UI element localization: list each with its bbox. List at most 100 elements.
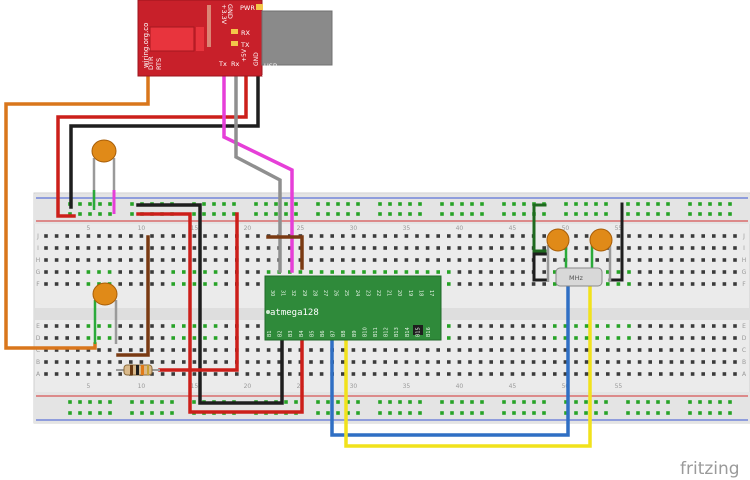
breadboard-hole xyxy=(606,258,610,262)
breadboard-hole xyxy=(510,324,515,328)
breadboard-hole xyxy=(394,234,398,238)
breadboard-hole xyxy=(659,234,663,238)
breadboard-hole xyxy=(182,270,186,274)
breadboard-hole xyxy=(76,336,80,340)
breadboard-hole xyxy=(130,400,134,404)
breadboard-hole xyxy=(733,336,737,340)
adapter-brand: wiring.org.co xyxy=(142,23,150,68)
breadboard-hole xyxy=(478,234,483,238)
breadboard-hole xyxy=(584,212,588,216)
breadboard-hole xyxy=(65,360,69,364)
breadboard-hole xyxy=(65,348,69,352)
breadboard-hole xyxy=(319,246,324,250)
breadboard-hole xyxy=(266,270,271,274)
breadboard-hole xyxy=(522,212,526,216)
breadboard-hole xyxy=(733,234,737,238)
breadboard-hole xyxy=(378,411,382,415)
breadboard-hole xyxy=(284,400,288,404)
breadboard-hole xyxy=(212,202,216,206)
breadboard-hole xyxy=(542,324,546,328)
breadboard-hole xyxy=(319,258,324,262)
breadboard-hole xyxy=(701,270,705,274)
breadboard-hole xyxy=(418,400,422,404)
breadboard-hole xyxy=(648,282,652,286)
breadboard-hole xyxy=(500,348,504,352)
breadboard-hole xyxy=(213,360,218,364)
breadboard-hole xyxy=(394,246,398,250)
breadboard-hole xyxy=(160,258,165,262)
breadboard-hole xyxy=(468,258,472,262)
breadboard-hole xyxy=(160,400,164,404)
breadboard-hole xyxy=(372,360,377,364)
row-letter: D xyxy=(742,335,747,342)
breadboard-hole xyxy=(415,246,419,250)
breadboard-hole xyxy=(404,348,409,352)
breadboard-hole xyxy=(521,246,525,250)
chip-top-pin-label: 26 xyxy=(333,290,339,296)
breadboard-hole xyxy=(139,360,144,364)
breadboard-hole xyxy=(346,212,350,216)
breadboard-hole xyxy=(266,372,271,376)
breadboard-hole xyxy=(712,348,716,352)
chip-die xyxy=(413,325,423,335)
breadboard-hole xyxy=(288,360,292,364)
breadboard-hole xyxy=(669,336,674,340)
breadboard-hole xyxy=(510,270,515,274)
crystal-label: MHz xyxy=(569,274,583,282)
breadboard-hole xyxy=(447,336,451,340)
breadboard-hole xyxy=(478,270,483,274)
breadboard-hole xyxy=(595,372,599,376)
breadboard-hole xyxy=(470,400,474,404)
column-number: 10 xyxy=(138,383,146,390)
breadboard-hole xyxy=(107,348,112,352)
breadboard-hole xyxy=(86,258,91,262)
breadboard-hole xyxy=(510,258,515,262)
breadboard-hole xyxy=(460,212,464,216)
breadboard-hole xyxy=(425,360,430,364)
breadboard-hole xyxy=(722,258,727,262)
breadboard-hole xyxy=(690,336,695,340)
breadboard-hole xyxy=(351,246,356,250)
breadboard-hole xyxy=(722,360,727,364)
breadboard-hole xyxy=(489,258,493,262)
breadboard-hole xyxy=(78,411,82,415)
capacitor-top-left xyxy=(91,139,117,214)
column-number: 25 xyxy=(297,225,305,232)
breadboard-hole xyxy=(447,234,451,238)
breadboard-hole xyxy=(65,258,69,262)
breadboard-hole xyxy=(171,324,175,328)
breadboard-hole xyxy=(468,324,472,328)
breadboard-hole xyxy=(512,411,516,415)
breadboard-hole xyxy=(510,372,515,376)
breadboard-hole xyxy=(408,411,412,415)
breadboard-hole xyxy=(224,324,228,328)
breadboard-hole xyxy=(669,270,674,274)
breadboard-hole xyxy=(256,360,260,364)
breadboard-hole xyxy=(398,212,402,216)
column-number: 35 xyxy=(403,383,411,390)
column-number: 20 xyxy=(244,225,252,232)
column-number: 40 xyxy=(456,383,464,390)
breadboard-hole xyxy=(680,360,684,364)
breadboard-hole xyxy=(160,270,165,274)
breadboard-hole xyxy=(224,270,228,274)
breadboard-hole xyxy=(627,282,631,286)
breadboard-hole xyxy=(203,372,207,376)
breadboard-hole xyxy=(636,411,640,415)
breadboard-hole xyxy=(309,246,313,250)
breadboard-hole xyxy=(460,202,464,206)
breadboard-hole xyxy=(500,234,504,238)
breadboard-hole xyxy=(192,372,197,376)
dtr-label: DTR xyxy=(147,56,155,70)
breadboard-hole xyxy=(553,348,557,352)
breadboard-hole xyxy=(171,348,175,352)
breadboard-hole xyxy=(277,372,281,376)
breadboard-hole xyxy=(356,202,360,206)
breadboard-hole xyxy=(418,411,422,415)
breadboard-hole xyxy=(722,270,727,274)
breadboard-hole xyxy=(637,246,642,250)
breadboard-hole xyxy=(383,258,387,262)
breadboard-hole xyxy=(637,324,642,328)
row-letter: J xyxy=(36,233,39,240)
breadboard-hole xyxy=(224,372,228,376)
